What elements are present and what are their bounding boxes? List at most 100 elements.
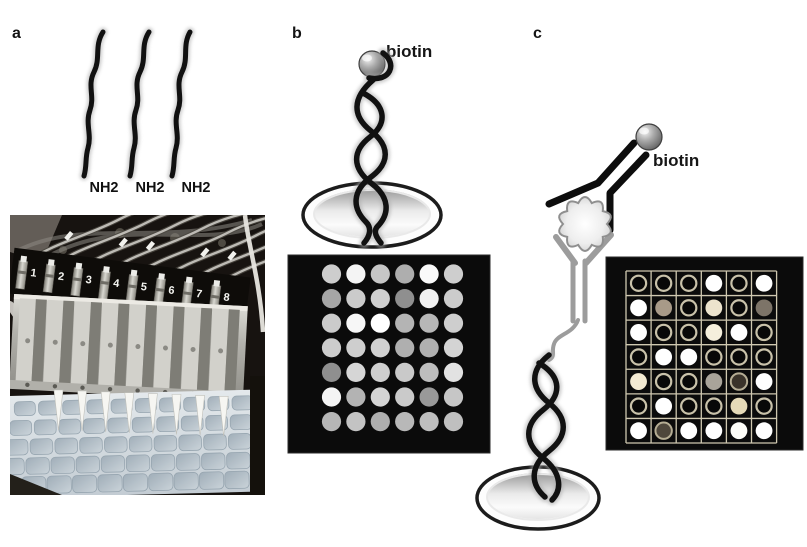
head-screw bbox=[80, 385, 85, 390]
dna-helix-strand bbox=[354, 90, 389, 246]
microplate-well bbox=[10, 419, 33, 436]
microarray-spot bbox=[443, 387, 464, 407]
bench-shadow bbox=[10, 474, 62, 495]
head-groove bbox=[31, 299, 47, 384]
microplate-well bbox=[153, 434, 178, 452]
pipette-tip bbox=[53, 389, 64, 431]
microarray-dark-spot bbox=[654, 421, 673, 440]
microplate-well bbox=[97, 474, 123, 493]
port-ridge bbox=[72, 277, 82, 282]
microplate-well bbox=[201, 452, 226, 471]
microarray-ring-spot bbox=[730, 274, 748, 292]
head-groove bbox=[86, 302, 102, 387]
microarray-spot bbox=[370, 362, 390, 382]
microarray-spot bbox=[370, 264, 390, 284]
pipette-tip bbox=[100, 391, 111, 432]
head-screw bbox=[135, 388, 140, 393]
microarray-ring-spot bbox=[755, 323, 773, 342]
head-groove bbox=[59, 300, 75, 386]
head-groove bbox=[196, 307, 213, 393]
microplate-well bbox=[224, 470, 250, 490]
dna-strand bbox=[169, 29, 193, 179]
microplate-well bbox=[46, 475, 72, 494]
microplate-well bbox=[175, 453, 201, 471]
port-cap bbox=[20, 255, 28, 263]
microplate-well bbox=[148, 472, 174, 492]
biotin-sphere bbox=[635, 123, 663, 151]
microarray-spot bbox=[346, 289, 366, 309]
microarray-spot bbox=[395, 313, 415, 333]
microarray-ring-spot bbox=[680, 372, 698, 391]
tube bbox=[78, 215, 204, 271]
port-number-label: 7 bbox=[195, 288, 203, 301]
pipette-tip bbox=[195, 395, 205, 436]
microplate-well bbox=[75, 455, 101, 474]
microplate-well bbox=[58, 418, 82, 435]
microplate-well bbox=[72, 474, 98, 494]
microarray-ring-spot bbox=[730, 299, 748, 317]
microarray-spot bbox=[419, 338, 439, 358]
sphere-highlight bbox=[639, 127, 649, 135]
microarray-ring-spot bbox=[629, 274, 648, 292]
panel-a: a NH2 NH2 NH2 bbox=[10, 25, 265, 495]
detection-antibody-arm bbox=[545, 139, 638, 208]
head-bolt bbox=[25, 338, 31, 344]
head-bolt bbox=[162, 345, 168, 351]
sphere-highlight bbox=[362, 54, 372, 62]
microarray-spot bbox=[630, 324, 647, 341]
microarray-spot bbox=[705, 274, 723, 292]
microarray-c bbox=[605, 256, 804, 451]
microarray-spot bbox=[630, 299, 647, 317]
microarray-spot bbox=[346, 387, 366, 407]
nh2-label: NH2 bbox=[135, 180, 164, 196]
head-screw bbox=[52, 384, 58, 389]
microarray-spot bbox=[370, 313, 390, 333]
microarray-spot bbox=[346, 362, 366, 382]
microarray-spot bbox=[730, 397, 748, 415]
panel-b-label: b bbox=[292, 25, 302, 42]
microarray-spot bbox=[321, 387, 342, 407]
microarray-spot bbox=[680, 348, 698, 366]
port-cap bbox=[185, 276, 193, 284]
capture-antibody-arm bbox=[583, 232, 614, 266]
tube bbox=[133, 217, 265, 278]
microplate-well bbox=[33, 419, 57, 436]
microarray-spot bbox=[443, 362, 464, 382]
pipette-tip bbox=[124, 392, 135, 433]
pipette-tip bbox=[77, 390, 87, 431]
pipette-tip bbox=[218, 395, 229, 437]
microplate-well bbox=[227, 433, 252, 450]
microarray-spot bbox=[443, 289, 464, 309]
port-number-label: 1 bbox=[30, 267, 38, 280]
microplate-well bbox=[13, 401, 36, 417]
microarray-spot bbox=[655, 299, 673, 317]
microarray-spot bbox=[395, 362, 415, 382]
microarray-spot bbox=[321, 338, 342, 358]
microplate-well bbox=[50, 456, 75, 475]
pipette-tip bbox=[171, 394, 182, 435]
microplate-well bbox=[156, 416, 180, 433]
head-bolt bbox=[107, 342, 113, 348]
microplate-well bbox=[203, 433, 227, 451]
microarray-ring-spot bbox=[629, 348, 648, 366]
panel-c: c biotin bbox=[475, 25, 804, 531]
head-screw bbox=[107, 386, 113, 392]
microplate-well bbox=[131, 416, 155, 433]
microarray-spot bbox=[370, 412, 390, 432]
microarray-spot bbox=[419, 362, 439, 382]
microplate-well bbox=[25, 457, 50, 475]
tube bbox=[214, 260, 265, 288]
pipette-tips bbox=[53, 389, 229, 437]
port-ridge bbox=[45, 273, 54, 278]
dna-helix-strand bbox=[526, 360, 562, 503]
port-number-label: 2 bbox=[57, 271, 65, 284]
microarray-ring-spot bbox=[680, 397, 698, 415]
panel-a-label: a bbox=[12, 25, 21, 42]
microarray-spot bbox=[370, 387, 390, 407]
tube-fitting bbox=[200, 247, 210, 258]
microarray-ring-spot bbox=[680, 274, 698, 292]
microarray-spot bbox=[395, 264, 415, 284]
microarray-b bbox=[287, 254, 491, 454]
head-bolt bbox=[52, 339, 58, 345]
tube bbox=[242, 215, 265, 333]
